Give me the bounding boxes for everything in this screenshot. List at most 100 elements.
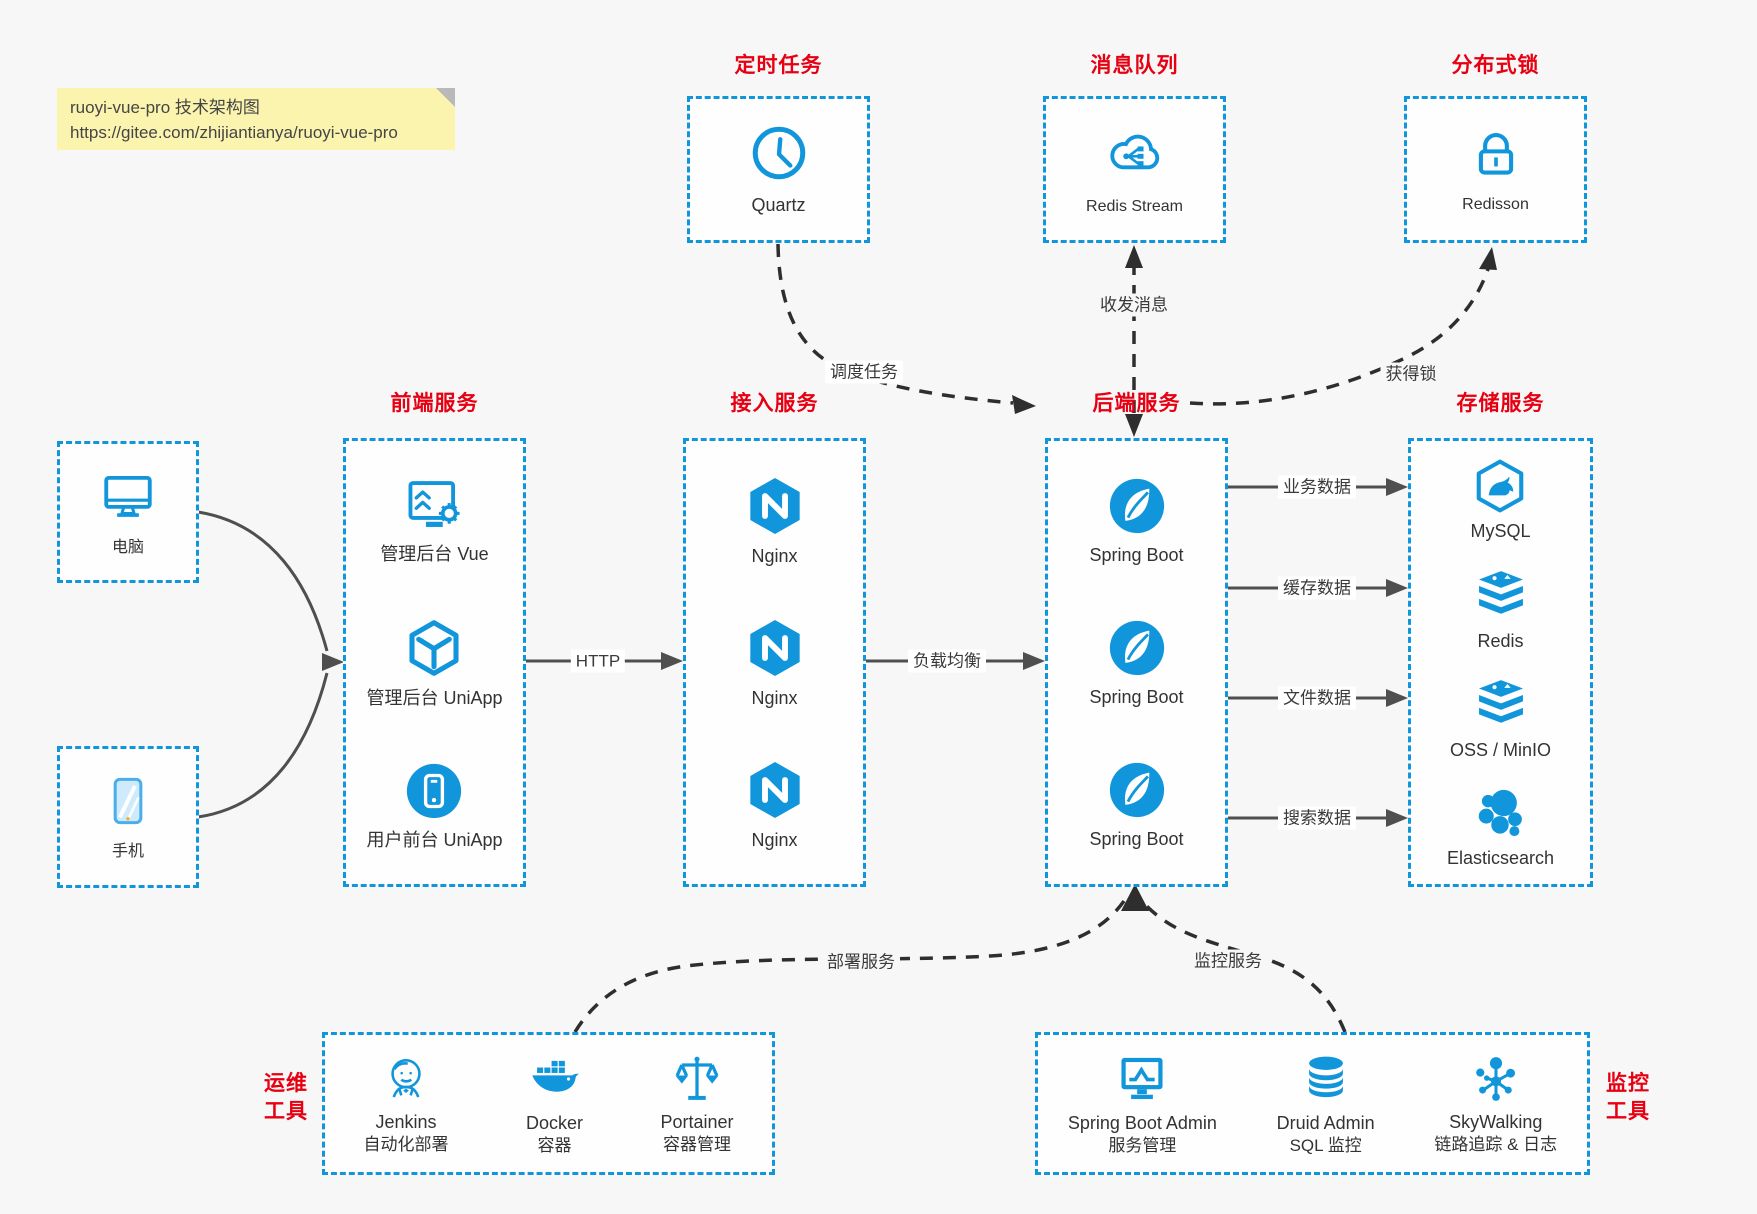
redis-stack-icon: [1470, 564, 1532, 626]
springboot-icon: [1106, 617, 1168, 679]
uniapp-cube-icon: [402, 616, 466, 680]
edge-label-file-data: 文件数据: [1278, 686, 1356, 710]
cloud-share-icon: [1104, 124, 1166, 186]
backend-services-box: Spring Boot Spring Boot Spring Boot: [1045, 438, 1228, 887]
node-sublabel: 链路追踪 & 日志: [1434, 1135, 1558, 1154]
business-data-arrowhead: [1386, 478, 1408, 496]
node-springboot-3: Spring Boot: [1089, 759, 1184, 850]
node-label: Nginx: [751, 830, 798, 851]
node-mobile-client: 手机: [57, 746, 199, 888]
node-druid-admin: Druid Admin SQL 监控: [1277, 1050, 1375, 1157]
note-fold-corner: [436, 88, 455, 107]
gateway-services-box: Nginx Nginx Nginx: [683, 438, 866, 887]
node-portainer: Portainer 容器管理: [660, 1051, 734, 1156]
node-sublabel: 容器: [537, 1136, 572, 1155]
node-springboot-2: Spring Boot: [1089, 617, 1184, 708]
sba-icon: [1113, 1050, 1171, 1108]
node-sublabel: 容器管理: [662, 1135, 731, 1154]
backend-bottom-arrowhead: [1121, 884, 1149, 911]
node-label: Jenkins: [375, 1112, 437, 1132]
cache-data-arrowhead: [1386, 579, 1408, 597]
clock-icon: [749, 123, 809, 183]
node-label: Portainer: [660, 1112, 734, 1132]
edge-label-http: HTTP: [570, 649, 626, 673]
lock-icon: [1467, 126, 1525, 184]
node-sublabel: 自动化部署: [363, 1135, 449, 1154]
nginx-icon: [743, 474, 807, 538]
springboot-icon: [1106, 475, 1168, 537]
title-line: 工具: [264, 1100, 308, 1123]
node-user-uniapp: 用户前台 UniApp: [366, 760, 503, 851]
node-label: Quartz: [751, 195, 806, 215]
node-label: 电脑: [111, 539, 144, 556]
node-redis-stream: Redis Stream: [1043, 96, 1226, 243]
node-label: Spring Boot: [1089, 829, 1184, 850]
monitor-tools-box: Spring Boot Admin 服务管理 Druid Admin SQL 监…: [1035, 1032, 1590, 1175]
client-merge-arrowhead: [322, 653, 344, 671]
frontend-services-box: 管理后台 Vue 管理后台 UniApp 用户前台 UniApp: [343, 438, 526, 887]
title-line: 工具: [1606, 1100, 1650, 1123]
node-label: 手机: [111, 843, 144, 860]
node-nginx-2: Nginx: [743, 616, 807, 709]
group-title-backend: 后端服务: [1092, 392, 1181, 415]
node-docker: Docker 容器: [525, 1050, 583, 1157]
edge-label-load-balance: 负载均衡: [908, 649, 986, 673]
schedule-task-arrowhead: [1012, 395, 1036, 414]
http-arrowhead: [661, 652, 683, 670]
title-line: 运维: [264, 1072, 308, 1095]
phone-icon: [100, 773, 156, 829]
node-admin-uniapp: 管理后台 UniApp: [366, 616, 503, 709]
search-data-arrowhead: [1386, 809, 1408, 827]
node-label: SkyWalking: [1449, 1112, 1543, 1132]
nginx-icon: [743, 616, 807, 680]
node-label: Nginx: [751, 687, 798, 708]
node-elasticsearch: Elasticsearch: [1447, 783, 1554, 869]
group-title-storage: 存储服务: [1456, 392, 1545, 415]
group-title-distributed-lock: 分布式锁: [1451, 54, 1540, 77]
node-label: Redisson: [1462, 195, 1529, 213]
note-line2: https://gitee.com/zhijiantianya/ruoyi-vu…: [70, 123, 398, 142]
edge-label-deploy-service: 部署服务: [822, 950, 900, 974]
acquire-lock-arrowhead: [1479, 247, 1497, 270]
client-pc-curve: [197, 510, 329, 652]
node-sublabel: 服务管理: [1108, 1136, 1177, 1155]
node-springboot-admin: Spring Boot Admin 服务管理: [1068, 1050, 1217, 1157]
node-label: Spring Boot Admin: [1067, 1113, 1217, 1133]
node-skywalking: SkyWalking 链路追踪 & 日志: [1434, 1051, 1557, 1156]
node-label: Spring Boot: [1089, 544, 1184, 565]
springboot-icon: [1106, 759, 1168, 821]
load-balance-arrowhead: [1023, 652, 1045, 670]
node-quartz: Quartz: [687, 96, 870, 243]
client-phone-curve: [197, 672, 329, 819]
node-label: Nginx: [751, 545, 798, 566]
admin-vue-icon: [404, 474, 466, 536]
send-receive-arrowhead-top: [1125, 245, 1143, 268]
group-title-message-queue: 消息队列: [1090, 54, 1179, 77]
node-label: Druid Admin: [1276, 1113, 1375, 1133]
skywalking-icon: [1468, 1051, 1524, 1107]
node-springboot-1: Spring Boot: [1089, 475, 1184, 566]
note-line1: ruoyi-vue-pro 技术架构图: [70, 98, 260, 117]
group-title-monitor-tools: 监控 工具: [1606, 1070, 1686, 1126]
druid-icon: [1297, 1050, 1355, 1108]
node-nginx-3: Nginx: [743, 758, 807, 851]
node-label: 用户前台 UniApp: [366, 829, 503, 850]
node-oss-minio: OSS / MinIO: [1450, 673, 1551, 761]
node-redisson: Redisson: [1404, 96, 1587, 243]
node-label: Redis Stream: [1086, 197, 1183, 215]
node-redis: Redis: [1470, 564, 1532, 652]
user-uniapp-icon: [403, 760, 465, 822]
monitor-icon: [99, 467, 157, 525]
elasticsearch-icon: [1470, 783, 1530, 843]
group-title-frontend: 前端服务: [390, 392, 479, 415]
nginx-icon: [743, 758, 807, 822]
group-title-scheduled-jobs: 定时任务: [734, 54, 823, 77]
node-label: Docker: [525, 1113, 583, 1133]
group-title-ops-tools: 运维 工具: [228, 1070, 308, 1126]
acquire-lock-curve: [1189, 265, 1491, 406]
node-label: Elasticsearch: [1446, 848, 1555, 869]
node-sublabel: SQL 监控: [1289, 1136, 1362, 1155]
file-data-arrowhead: [1386, 689, 1408, 707]
node-mysql: MySQL: [1470, 456, 1531, 542]
